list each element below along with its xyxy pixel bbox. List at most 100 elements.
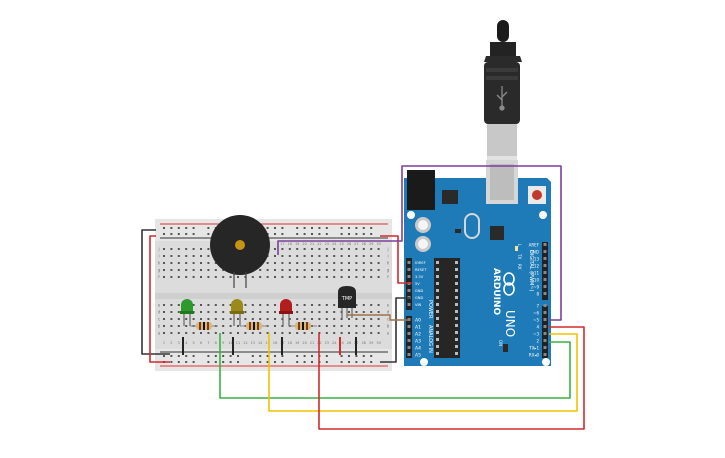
breadboard-hole[interactable] (311, 332, 313, 334)
breadboard-hole[interactable] (377, 255, 380, 257)
breadboard-hole[interactable] (348, 248, 350, 250)
breadboard-hole[interactable] (311, 304, 313, 306)
digital-pin[interactable] (543, 264, 547, 267)
breadboard-hole[interactable] (214, 304, 217, 306)
breadboard-hole[interactable] (311, 269, 313, 271)
breadboard-hole[interactable] (170, 262, 173, 264)
breadboard-hole[interactable] (296, 262, 299, 264)
breadboard-hole[interactable] (163, 248, 165, 250)
breadboard-hole[interactable] (222, 318, 225, 320)
rail-hole[interactable] (355, 227, 358, 229)
resistor-3[interactable] (289, 322, 317, 330)
rail-hole[interactable] (355, 361, 358, 363)
rail-hole[interactable] (355, 233, 358, 235)
rail-hole[interactable] (251, 355, 254, 357)
power-pin[interactable] (407, 303, 411, 306)
breadboard-hole[interactable] (377, 262, 380, 264)
digital-pin[interactable] (543, 353, 547, 356)
breadboard-hole[interactable] (318, 311, 321, 313)
breadboard-hole[interactable] (311, 311, 313, 313)
breadboard-hole[interactable] (340, 269, 343, 271)
wire-brown-sensor[interactable] (347, 314, 409, 321)
breadboard-hole[interactable] (266, 332, 269, 334)
rail-hole[interactable] (340, 227, 343, 229)
breadboard-hole[interactable] (340, 255, 343, 257)
wire-red-5v[interactable] (380, 235, 412, 284)
breadboard-hole[interactable] (222, 311, 225, 313)
rail-hole[interactable] (163, 355, 165, 357)
breadboard-hole[interactable] (266, 276, 269, 278)
breadboard-hole[interactable] (177, 269, 180, 271)
breadboard-hole[interactable] (170, 269, 173, 271)
rail-hole[interactable] (177, 227, 180, 229)
breadboard-hole[interactable] (288, 255, 291, 257)
wire-yellow[interactable] (268, 333, 578, 412)
breadboard-hole[interactable] (177, 248, 180, 250)
breadboard-hole[interactable] (200, 276, 202, 278)
breadboard-hole[interactable] (362, 269, 365, 271)
power-pin[interactable] (407, 261, 411, 264)
breadboard-hole[interactable] (370, 248, 373, 250)
breadboard-hole[interactable] (355, 248, 358, 250)
breadboard-hole[interactable] (185, 255, 188, 257)
rail-hole[interactable] (296, 227, 299, 229)
breadboard-hole[interactable] (281, 332, 284, 334)
rail-hole[interactable] (185, 361, 188, 363)
rail-hole[interactable] (192, 355, 195, 357)
rail-hole[interactable] (311, 361, 313, 363)
rail-hole[interactable] (251, 361, 254, 363)
breadboard-hole[interactable] (177, 311, 180, 313)
breadboard-hole[interactable] (214, 332, 217, 334)
breadboard-hole[interactable] (200, 269, 202, 271)
breadboard-hole[interactable] (296, 318, 299, 320)
breadboard-hole[interactable] (288, 248, 291, 250)
rail-hole[interactable] (355, 355, 358, 357)
breadboard-hole[interactable] (303, 276, 306, 278)
breadboard-hole[interactable] (192, 248, 195, 250)
breadboard-hole[interactable] (370, 318, 373, 320)
analog-pin[interactable] (407, 353, 411, 356)
breadboard-hole[interactable] (207, 248, 210, 250)
breadboard-hole[interactable] (200, 332, 202, 334)
breadboard-hole[interactable] (244, 332, 247, 334)
breadboard-hole[interactable] (296, 332, 299, 334)
breadboard-hole[interactable] (355, 269, 358, 271)
digital-pin[interactable] (543, 257, 547, 260)
breadboard-hole[interactable] (348, 255, 350, 257)
breadboard-hole[interactable] (333, 255, 336, 257)
breadboard-hole[interactable] (303, 318, 306, 320)
breadboard-hole[interactable] (355, 255, 358, 257)
rail-hole[interactable] (207, 227, 210, 229)
breadboard-hole[interactable] (163, 255, 165, 257)
breadboard-hole[interactable] (303, 269, 306, 271)
rail-hole[interactable] (370, 361, 373, 363)
digital-pin[interactable] (543, 311, 547, 314)
breadboard-hole[interactable] (340, 262, 343, 264)
breadboard-hole[interactable] (377, 332, 380, 334)
rail-hole[interactable] (370, 355, 373, 357)
breadboard-hole[interactable] (229, 325, 232, 327)
digital-pin[interactable] (543, 339, 547, 342)
breadboard-hole[interactable] (274, 276, 276, 278)
resistor-1[interactable] (190, 322, 218, 330)
breadboard-hole[interactable] (288, 262, 291, 264)
digital-pin[interactable] (543, 292, 547, 295)
breadboard-hole[interactable] (288, 318, 291, 320)
rail-hole[interactable] (192, 227, 195, 229)
breadboard-hole[interactable] (296, 269, 299, 271)
breadboard-hole[interactable] (281, 276, 284, 278)
breadboard-hole[interactable] (377, 325, 380, 327)
led-yellow[interactable] (230, 299, 244, 326)
wire-purple-buzzer[interactable] (277, 165, 562, 321)
breadboard-hole[interactable] (229, 332, 232, 334)
breadboard-hole[interactable] (318, 276, 321, 278)
breadboard-hole[interactable] (303, 248, 306, 250)
rail-hole[interactable] (281, 233, 284, 235)
rail-hole[interactable] (274, 361, 276, 363)
reset-button-cap[interactable] (532, 190, 542, 200)
breadboard-hole[interactable] (288, 276, 291, 278)
analog-pin[interactable] (407, 332, 411, 335)
breadboard-hole[interactable] (185, 318, 188, 320)
breadboard-hole[interactable] (251, 318, 254, 320)
